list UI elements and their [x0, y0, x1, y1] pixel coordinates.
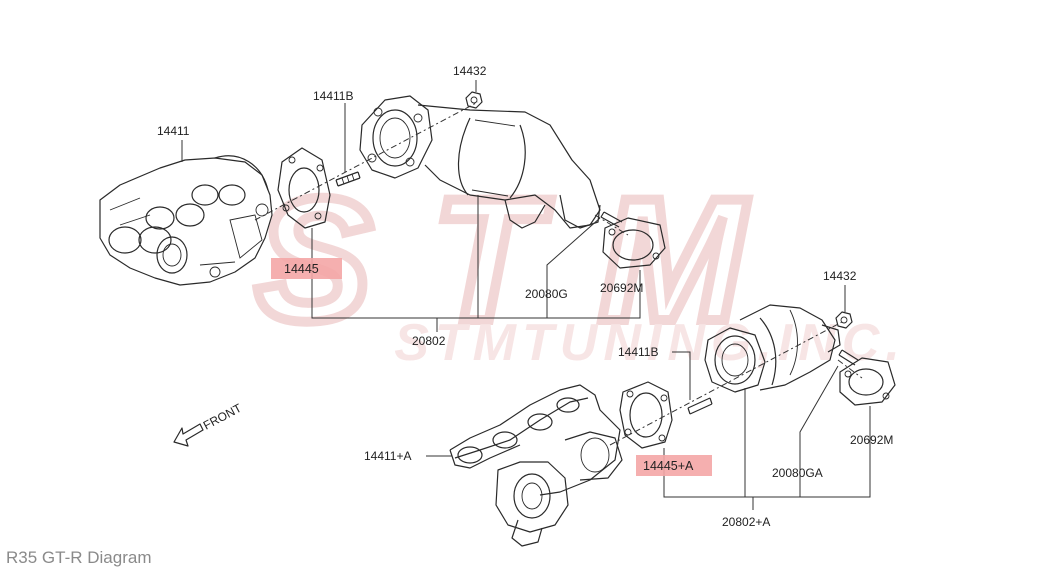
label-20080GA: 20080GA	[772, 466, 823, 480]
outlet-stud-top-drawing	[600, 211, 623, 228]
stud-top-drawing	[335, 171, 361, 187]
label-20802: 20802	[412, 334, 446, 348]
label-14445: 14445	[284, 262, 319, 276]
centerline-top-2	[594, 214, 629, 236]
stud-bottom-drawing	[687, 397, 713, 415]
front-indicator: FRONT	[173, 401, 245, 447]
front-arrow-icon	[173, 423, 204, 447]
centerline-bottom-1	[609, 321, 843, 446]
label-14411A: 14411+A	[364, 449, 412, 463]
exhaust-outlet-bottom-drawing	[704, 304, 841, 393]
highlight-14445	[271, 258, 342, 279]
label-20692M-bottom: 20692M	[850, 433, 893, 447]
turbocharger-top-drawing	[99, 155, 273, 286]
centerline-top-1	[254, 101, 479, 221]
label-14411B-top: 14411B	[313, 89, 353, 103]
stm-watermark: STM STMTUNING,INC.	[250, 158, 906, 372]
label-14432-top: 14432	[453, 64, 487, 78]
turbocharger-bottom-drawing	[449, 384, 623, 547]
label-14411B-bottom: 14411B	[618, 345, 658, 359]
label-14432-bottom: 14432	[823, 269, 857, 283]
outlet-stud-bottom-drawing	[838, 349, 859, 366]
label-14411: 14411	[157, 124, 190, 138]
nut-top-drawing	[465, 91, 483, 109]
nut-bottom-drawing	[835, 311, 853, 329]
label-14445A: 14445+A	[643, 459, 694, 473]
highlight-14445A	[636, 455, 712, 476]
watermark-subtext: STMTUNING,INC.	[394, 314, 906, 372]
centerline-bottom-2	[837, 359, 863, 379]
exhaust-outlet-top-drawing	[359, 95, 601, 229]
diagram-caption: R35 GT-R Diagram	[6, 548, 152, 567]
label-20692M-top: 20692M	[600, 281, 643, 295]
label-20080G: 20080G	[525, 287, 568, 301]
gasket-bottom-drawing	[619, 381, 673, 449]
outlet-gasket-top-drawing	[602, 217, 666, 269]
front-label: FRONT	[201, 401, 245, 433]
gasket-top-drawing	[277, 147, 331, 229]
label-20802A: 20802+A	[722, 515, 770, 529]
outlet-gasket-bottom-drawing	[839, 357, 896, 406]
